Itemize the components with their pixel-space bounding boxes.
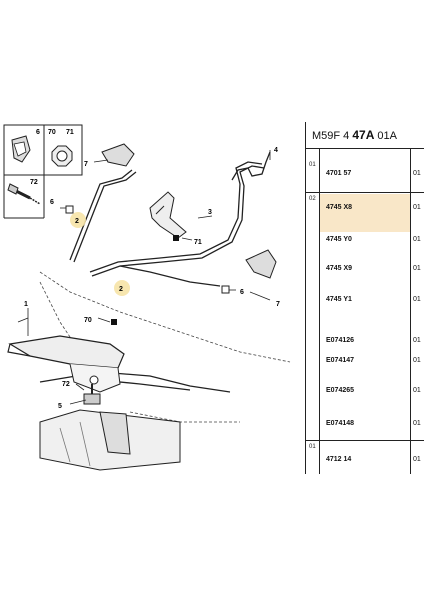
part-ref[interactable]: 4701 57 [326, 170, 352, 177]
callout-6-right: 6 [240, 289, 244, 296]
inset-parts-box [3, 124, 83, 219]
group-number: 01 [309, 444, 316, 450]
callout-72: 72 [30, 179, 38, 186]
callout-5: 5 [58, 403, 62, 410]
group-number: 01 [309, 162, 316, 168]
parts-list-panel: M59F 4 47A 01A 01 4701 57 01 02 4745 X8 … [305, 122, 424, 474]
callout-7-right: 7 [276, 301, 280, 308]
selected-row-highlight [320, 194, 410, 232]
group-divider [306, 192, 424, 193]
part-qty: 01 [413, 420, 421, 427]
column-divider [319, 148, 320, 474]
clip-marker [221, 285, 230, 294]
upper-bracket [101, 143, 135, 167]
callout-4: 4 [274, 147, 278, 154]
callout-2-right: 2 [119, 286, 123, 293]
clip-marker [65, 205, 74, 214]
group-number: 02 [309, 196, 316, 202]
part-qty: 01 [413, 236, 421, 243]
mounting-base [39, 384, 181, 471]
catalog-code-main: 47A [352, 128, 375, 142]
callout-72-lower: 72 [62, 381, 70, 388]
callout-6: 6 [36, 129, 40, 136]
part-qty: 01 [413, 456, 421, 463]
callout-7-upper: 7 [84, 161, 88, 168]
part-ref[interactable]: 4745 X8 [326, 204, 353, 211]
parts-diagram: 6 70 71 72 4 7 6 2 3 71 2 6 7 70 1 72 5 [0, 122, 302, 474]
right-bracket [245, 249, 277, 279]
catalog-code-prefix: M59F 4 [312, 130, 353, 142]
catalog-code-suffix: 01A [374, 130, 398, 142]
part-ref[interactable]: 4712 14 [326, 456, 352, 463]
cable-lines [39, 151, 271, 393]
part-ref[interactable]: E074265 [326, 387, 355, 394]
part-ref[interactable]: E074148 [326, 420, 355, 427]
panel-header: M59F 4 47A 01A [306, 122, 424, 149]
callout-6-left: 6 [50, 199, 54, 206]
callout-71: 71 [66, 129, 74, 136]
part-qty: 01 [413, 265, 421, 272]
callout-70: 70 [48, 129, 56, 136]
group-divider [306, 440, 424, 441]
part-qty: 01 [413, 387, 421, 394]
callout-highlight [70, 212, 86, 228]
column-divider [410, 148, 411, 474]
handbrake-lever [7, 319, 125, 393]
part-ref[interactable]: E074147 [326, 357, 355, 364]
part-qty: 01 [413, 296, 421, 303]
part-ref[interactable]: 4745 X9 [326, 265, 353, 272]
part-ref[interactable]: E074126 [326, 337, 355, 344]
callout-highlight [114, 280, 130, 296]
callout-70-lower: 70 [84, 317, 92, 324]
callout-2-left: 2 [75, 218, 79, 225]
part-ref[interactable]: 4745 Y1 [326, 296, 352, 303]
callout-3: 3 [208, 209, 212, 216]
part-qty: 01 [413, 337, 421, 344]
callout-1: 1 [24, 301, 28, 308]
part-qty: 01 [413, 204, 421, 211]
part-qty: 01 [413, 170, 421, 177]
part-qty: 01 [413, 357, 421, 364]
callout-71-center: 71 [194, 239, 202, 246]
exploded-view-svg: 6 70 71 72 4 7 6 2 3 71 2 6 7 70 1 72 5 [3, 124, 291, 471]
part-ref[interactable]: 4745 Y0 [326, 236, 352, 243]
leader-lines [17, 150, 271, 405]
center-bracket [149, 191, 187, 241]
